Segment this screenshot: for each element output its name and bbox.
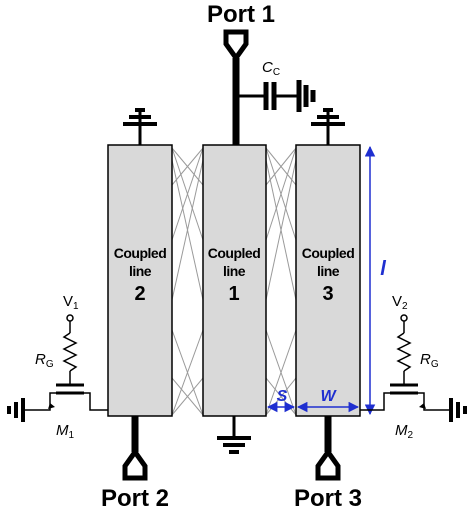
v1-label: V1	[63, 293, 79, 312]
coupled-line-3-sublabel: line	[317, 263, 340, 279]
coupled-line-1-label: Coupled	[208, 245, 261, 261]
width-label: W	[320, 388, 337, 405]
capacitor-label: CC	[262, 59, 280, 78]
coupled-line-2-number: 2	[134, 283, 145, 305]
coupled-line-1-number: 1	[228, 283, 239, 305]
left-bias-network	[7, 314, 108, 422]
port-2-label: Port 2	[101, 485, 169, 512]
coupled-line-2-sublabel: line	[129, 263, 152, 279]
v2-label: V2	[392, 293, 408, 312]
m1-label: M1	[56, 422, 75, 441]
port-1-label: Port 1	[207, 1, 275, 28]
port-1-connector	[223, 29, 249, 63]
coupled-line-2	[107, 144, 173, 417]
capacitor-cc	[236, 80, 316, 112]
spacing-label: S	[277, 388, 288, 405]
ground-icon	[217, 416, 251, 454]
rg-left-label: RG	[35, 351, 54, 370]
coupled-line-3	[295, 144, 361, 417]
port-3-connector	[315, 447, 341, 481]
right-bias-network	[360, 314, 467, 422]
coupled-line-3-number: 3	[322, 283, 333, 305]
m2-label: M2	[395, 422, 414, 441]
port-3-label: Port 3	[294, 485, 362, 512]
ground-icon	[311, 108, 345, 145]
ground-icon	[123, 108, 157, 145]
coupled-line-2-label: Coupled	[114, 245, 167, 261]
coupling-wires	[171, 147, 297, 416]
rg-right-label: RG	[420, 351, 439, 370]
coupled-line-1	[202, 144, 267, 417]
coupled-line-3-label: Coupled	[302, 245, 355, 261]
port-2-connector	[122, 447, 148, 481]
coupled-line-1-sublabel: line	[223, 263, 246, 279]
length-label: l	[380, 258, 386, 280]
